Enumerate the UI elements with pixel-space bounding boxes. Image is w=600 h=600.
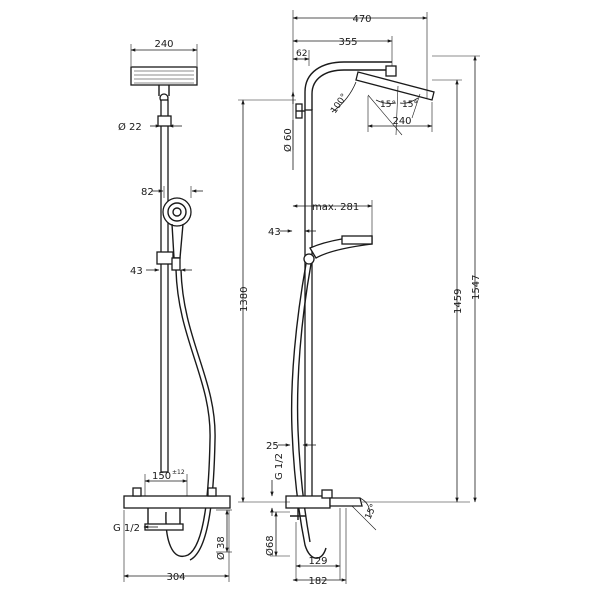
dim-side-spout-angle: 15° (364, 503, 380, 522)
front-view: 240 Ø 22 82 43 150 ±12 G 1/2 Ø 38 30 (113, 39, 232, 583)
front-thermostat (123, 495, 231, 509)
dim-side-total-projection: 470 (352, 14, 371, 25)
dim-side-inlet-height: 25 (266, 441, 279, 452)
side-column (304, 109, 313, 501)
dim-front-thermostat-diameter: Ø 38 (215, 536, 227, 560)
dim-height-head-low: 1459 (453, 289, 464, 314)
dim-side-head-width: 240 (392, 116, 411, 127)
dim-height-head-top: 1547 (471, 275, 482, 300)
dim-side-head-angle-left: 15° (380, 100, 396, 110)
dim-side-hand-shower-reach: max. 281 (312, 202, 359, 213)
dim-front-pipe-diameter: Ø 22 (118, 121, 142, 133)
dim-height-column: 1380 (239, 287, 250, 312)
dim-side-head-angle-right: 15° (402, 100, 418, 110)
front-slider (156, 251, 174, 265)
dim-front-hand-shower-width: 82 (141, 187, 154, 198)
side-overhead-arm (304, 61, 392, 110)
dim-side-arm-length: 355 (338, 37, 357, 48)
front-hand-shower (162, 197, 192, 227)
dim-front-inlet-thread: G 1/2 (113, 523, 140, 534)
dim-side-total-depth: 182 (308, 576, 327, 587)
dim-front-mount-spacing: 150 (152, 471, 171, 482)
dim-side-pipe-diameter: Ø 60 (282, 128, 294, 152)
side-overhead-shower (355, 71, 435, 101)
front-overhead-shower (130, 66, 198, 86)
dim-side-wall-offset: 62 (296, 49, 307, 59)
dim-side-spout-depth: 129 (308, 556, 327, 567)
side-hose (290, 263, 327, 559)
dim-front-total-width: 304 (166, 572, 185, 583)
dim-front-hand-shower-offset: 43 (130, 266, 143, 277)
side-view: 470 355 62 100° 15° 15° 240 Ø 60 max. 28… (238, 10, 482, 587)
dim-front-mount-tolerance: ±12 (172, 469, 185, 476)
dim-side-head-tilt: 100° (329, 92, 350, 116)
front-hose (165, 269, 211, 557)
dim-front-head-width: 240 (154, 39, 173, 50)
front-column (160, 99, 169, 473)
dim-side-inlet-thread: G 1/2 (274, 453, 285, 480)
dim-side-hand-shower-offset: 43 (268, 227, 281, 238)
dim-side-body-diameter: Ø68 (264, 535, 276, 556)
